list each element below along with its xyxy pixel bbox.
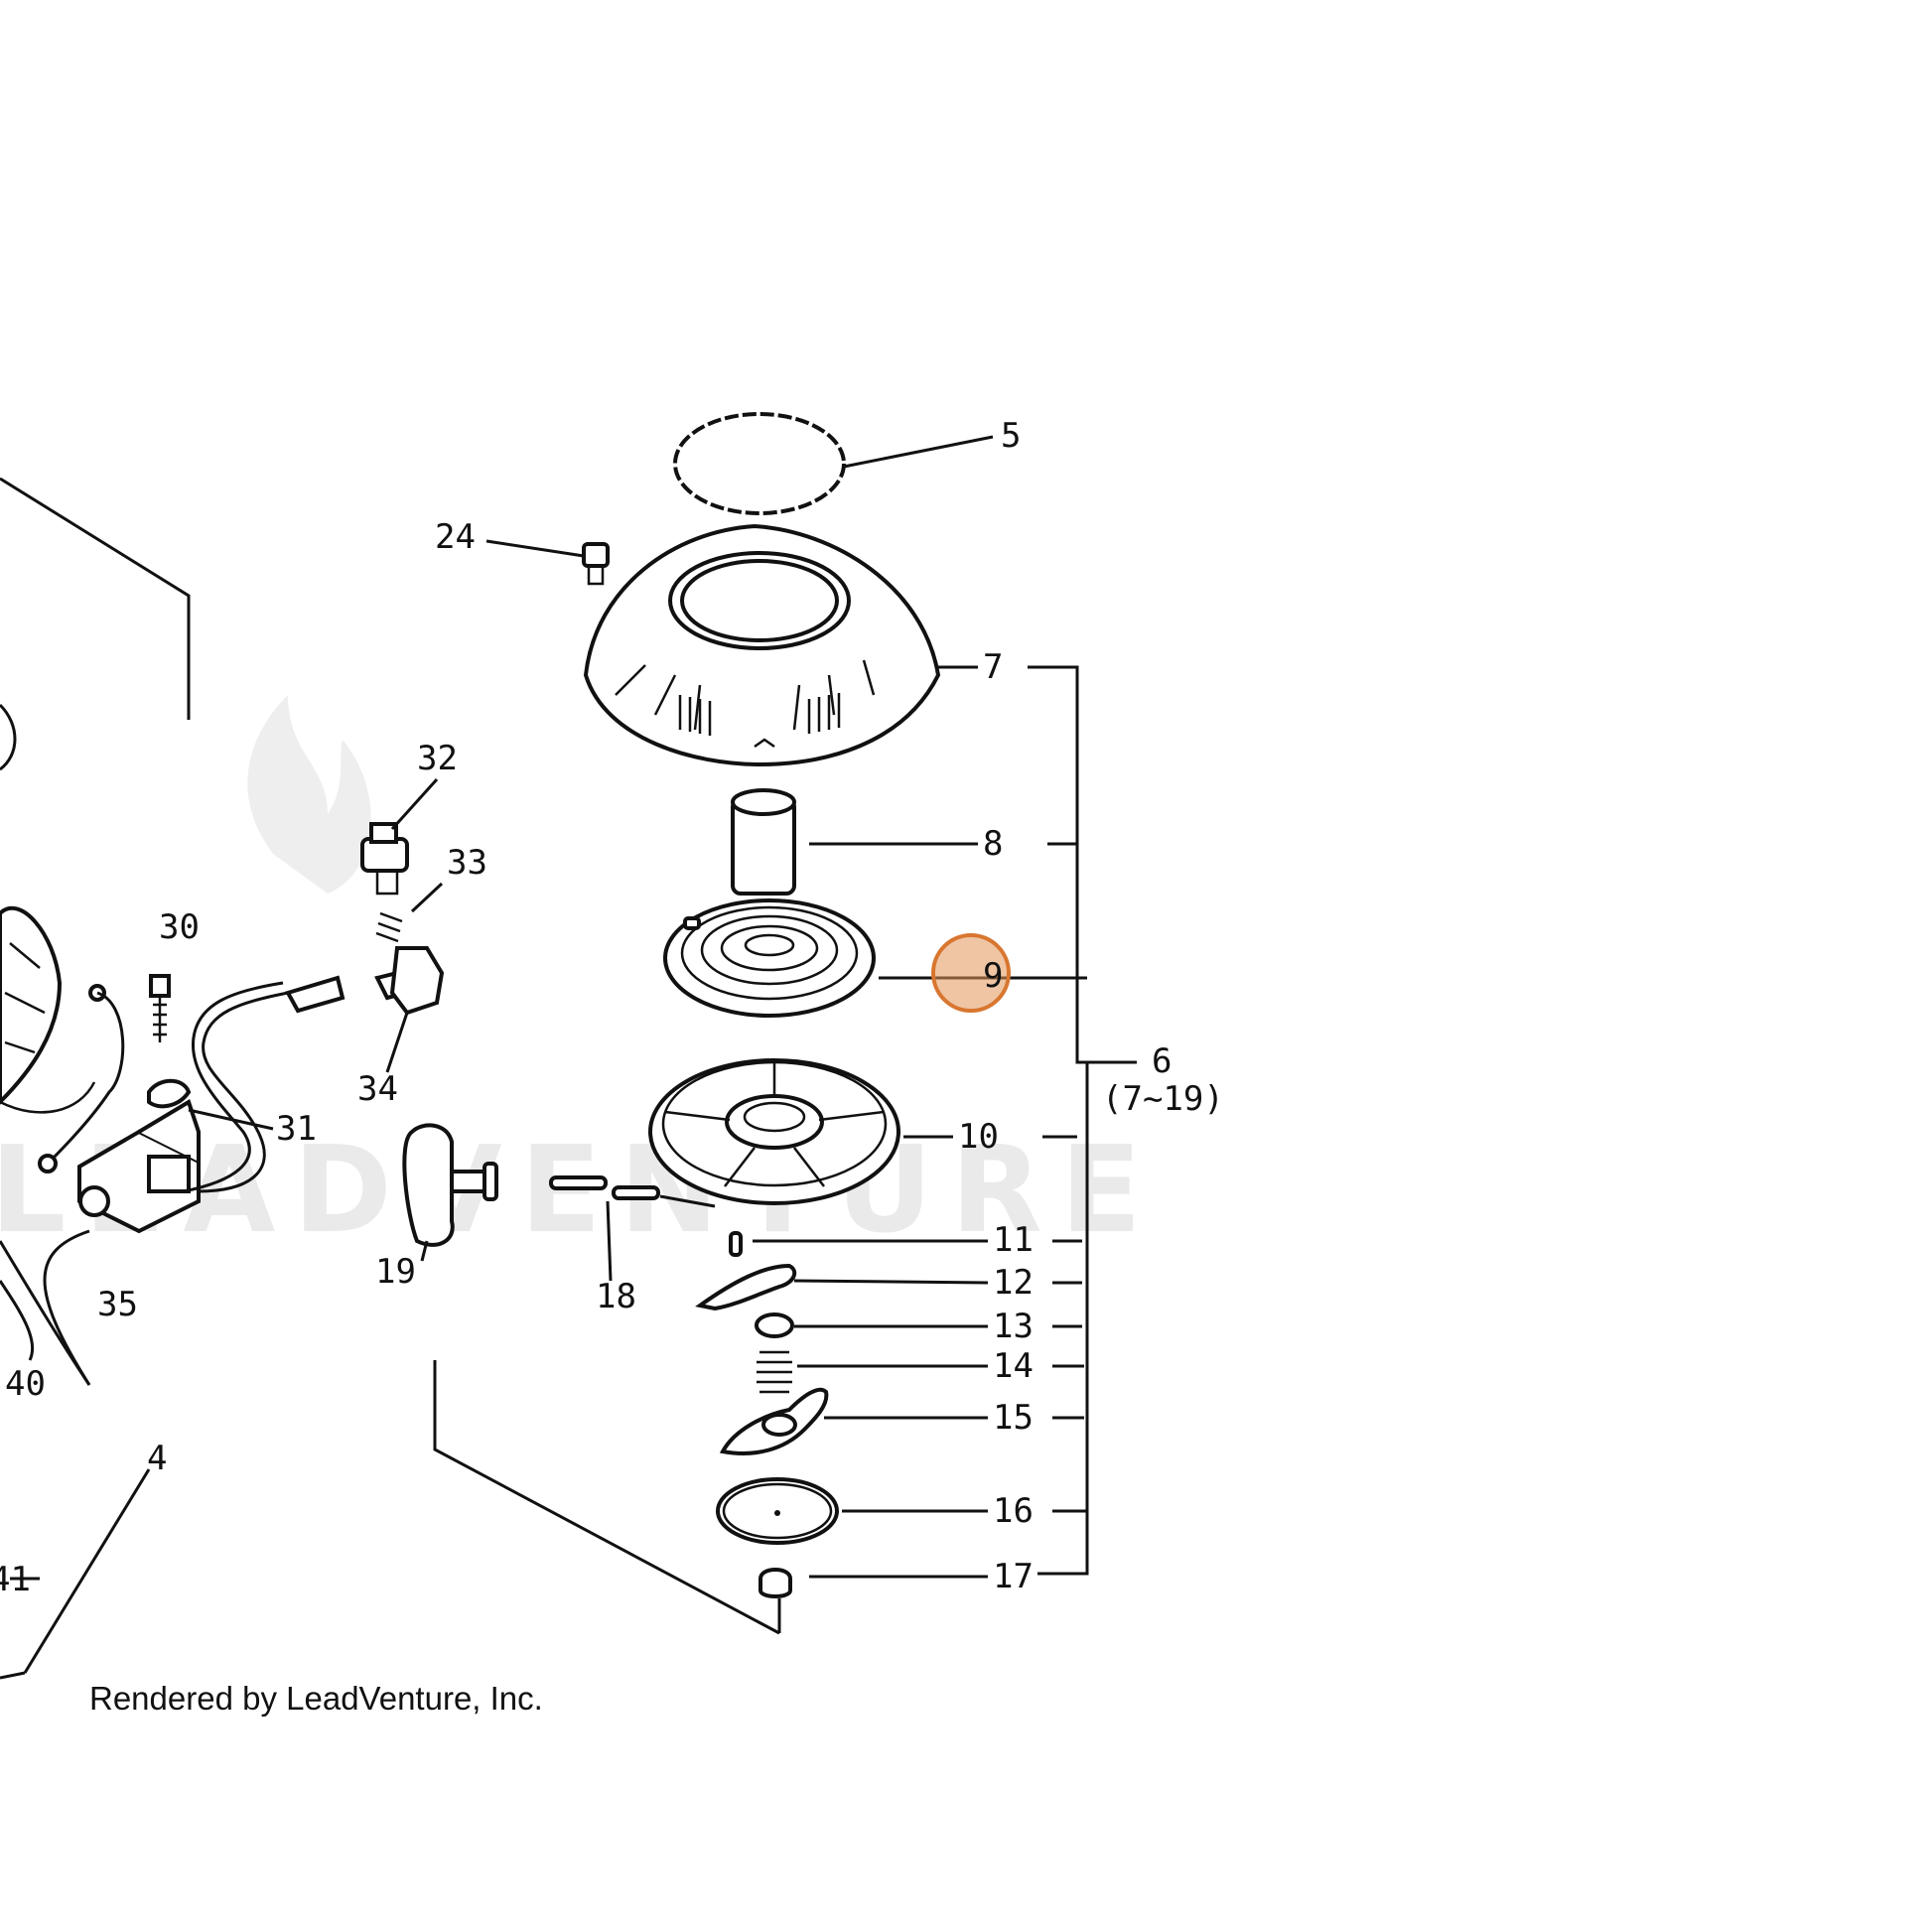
callout-15[interactable]: 15 — [993, 1398, 1034, 1438]
part-14-spring — [757, 1350, 988, 1394]
flame-logo-icon — [247, 695, 371, 894]
part-7-starter-case — [583, 523, 978, 767]
callout-30[interactable]: 30 — [159, 907, 200, 947]
callout-16[interactable]: 16 — [993, 1491, 1034, 1531]
part-24-bolt — [582, 542, 610, 568]
part-11-pin — [729, 1231, 743, 1257]
callout-8[interactable]: 8 — [983, 824, 1003, 864]
callout-19[interactable]: 19 — [375, 1252, 416, 1292]
ignition-assembly — [0, 477, 289, 1680]
callout-labels: 5 24 7 8 9 6 (7~19) 10 11 12 13 14 15 16… — [0, 416, 1224, 1599]
bracket-line — [433, 1360, 781, 1635]
callout-32[interactable]: 32 — [417, 739, 458, 778]
callout-6-range: (7~19) — [1102, 1079, 1224, 1119]
highlight-marker-part-9[interactable] — [931, 933, 1011, 1013]
callout-11[interactable]: 11 — [993, 1220, 1034, 1260]
callout-9[interactable]: 9 — [983, 956, 1003, 996]
callout-40[interactable]: 40 — [5, 1364, 46, 1404]
callout-4[interactable]: 4 — [147, 1439, 167, 1478]
callout-14[interactable]: 14 — [993, 1346, 1034, 1386]
callout-41[interactable]: 41 — [0, 1560, 31, 1599]
callout-12[interactable]: 12 — [993, 1263, 1034, 1303]
callout-33[interactable]: 33 — [447, 843, 487, 883]
group-bracket-6 — [1028, 665, 1137, 1576]
callout-13[interactable]: 13 — [993, 1307, 1034, 1346]
part-13-washer — [755, 1312, 794, 1338]
callout-35[interactable]: 35 — [97, 1285, 138, 1324]
starter-handle — [402, 1123, 716, 1282]
part-5-plate — [673, 412, 846, 515]
part-16-plate — [716, 1477, 988, 1545]
fuel-fitting-group — [285, 777, 445, 1073]
credit-text: Rendered by LeadVenture, Inc. — [89, 1680, 543, 1717]
part-9-spring — [663, 898, 1087, 1018]
callout-17[interactable]: 17 — [993, 1557, 1034, 1596]
callout-18[interactable]: 18 — [596, 1277, 636, 1316]
callout-5[interactable]: 5 — [1001, 416, 1021, 456]
callout-34[interactable]: 34 — [357, 1069, 398, 1109]
part-17-nut — [759, 1568, 988, 1598]
callout-24[interactable]: 24 — [435, 517, 476, 557]
part-12-ratchet — [695, 1263, 797, 1311]
callout-10[interactable]: 10 — [958, 1117, 999, 1157]
callout-7[interactable]: 7 — [983, 647, 1003, 687]
part-10-reel — [648, 1058, 953, 1205]
callout-6[interactable]: 6 — [1152, 1041, 1172, 1081]
part-8-bushing — [731, 788, 978, 896]
part-15-friction-plate — [719, 1387, 988, 1455]
callout-31[interactable]: 31 — [276, 1109, 317, 1149]
recoil-starter — [485, 412, 1137, 1598]
